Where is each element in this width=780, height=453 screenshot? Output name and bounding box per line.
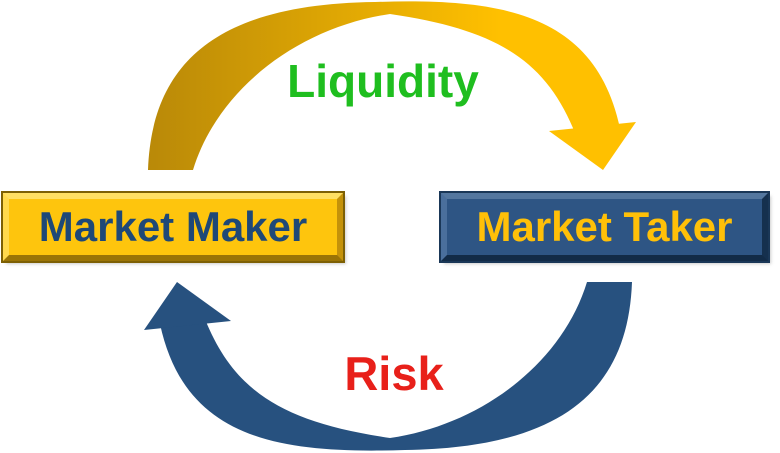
market-maker-box: Market Maker bbox=[1, 191, 345, 263]
liquidity-arrowhead-icon bbox=[549, 122, 636, 170]
liquidity-label: Liquidity bbox=[287, 55, 479, 107]
market-maker-label: Market Maker bbox=[38, 203, 308, 250]
market-taker-box: Market Taker bbox=[439, 191, 770, 263]
liquidity-arrow-band bbox=[148, 1, 620, 170]
risk-arrow-band bbox=[160, 282, 632, 451]
risk-label: Risk bbox=[344, 347, 444, 400]
risk-arrowhead-icon bbox=[144, 282, 231, 330]
market-taker-label: Market Taker bbox=[476, 203, 733, 250]
